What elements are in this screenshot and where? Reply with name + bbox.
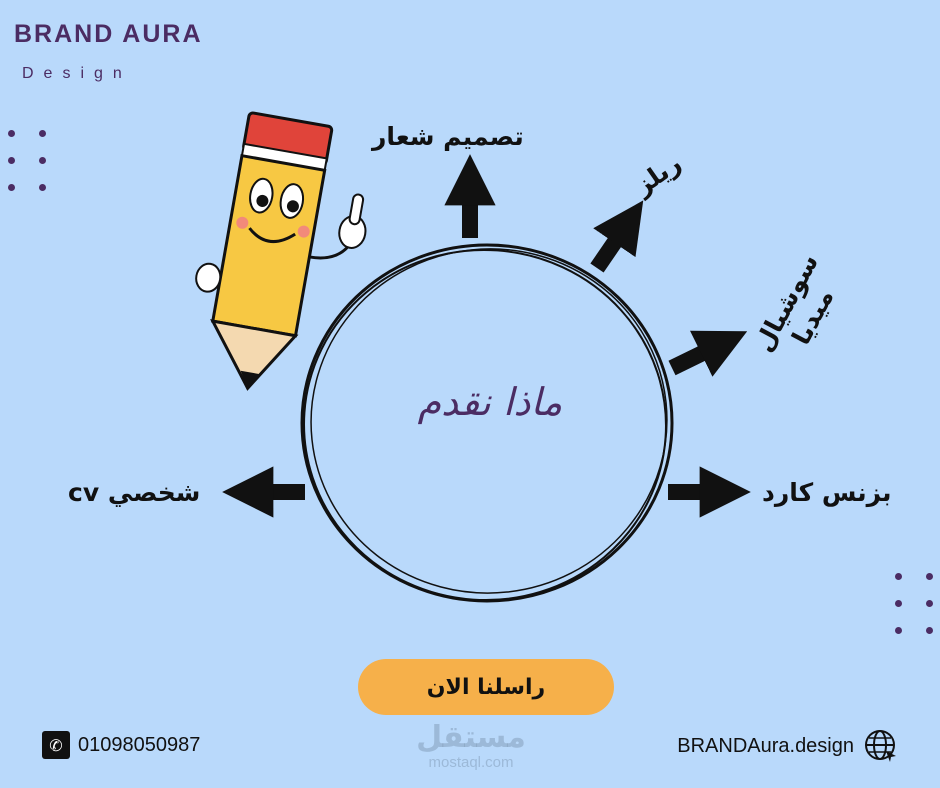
phone-number: 01098050987: [78, 733, 201, 756]
service-logo-design: تصميم شعار: [372, 122, 524, 151]
website-url: BRANDAura.design: [677, 734, 854, 757]
website-contact[interactable]: BRANDAura.design: [677, 729, 898, 763]
arrow-to-social: [668, 330, 748, 377]
center-title: ماذا نقدم: [417, 380, 563, 424]
globe-icon: [865, 730, 896, 762]
phone-icon: ✆: [42, 731, 70, 759]
phone-contact[interactable]: ✆ 01098050987: [42, 731, 200, 759]
pencil-mascot: [195, 111, 367, 391]
arrow-icon: [222, 154, 751, 518]
brand-logo: BRAND AURA Design: [14, 20, 203, 83]
contact-us-button[interactable]: راسلنا الان: [358, 659, 614, 715]
dots-decoration-left: [8, 130, 46, 191]
center-circle: [300, 243, 674, 603]
brand-subtitle: Design: [22, 65, 132, 82]
dots-decoration-right: [895, 573, 933, 634]
arrow-to-reels: [590, 200, 644, 273]
service-business-card: بزنس كارد: [762, 478, 892, 507]
brand-name: BRAND AURA: [14, 20, 203, 48]
service-cv: cv شخصي: [68, 478, 201, 507]
